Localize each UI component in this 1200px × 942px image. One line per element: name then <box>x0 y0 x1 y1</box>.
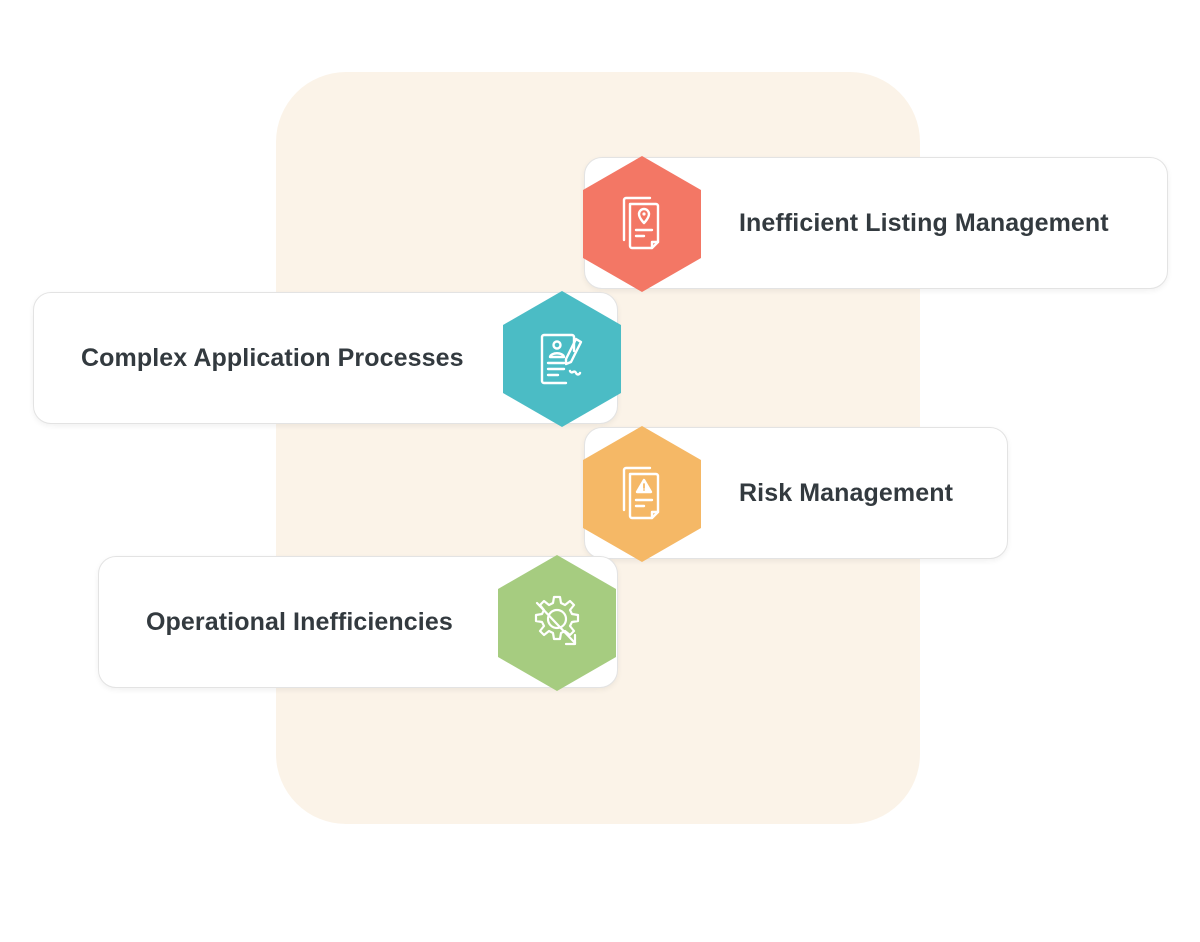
hexagon-badge <box>498 555 616 691</box>
item-label: Complex Application Processes <box>81 343 464 372</box>
hexagon-badge <box>583 426 701 562</box>
document-warning-icon <box>610 462 674 526</box>
item-label: Operational Inefficiencies <box>146 607 453 636</box>
hexagon-badge <box>583 156 701 292</box>
application-form-icon <box>530 327 594 391</box>
item-label: Risk Management <box>739 478 954 507</box>
gear-decline-icon <box>525 591 589 655</box>
document-location-icon <box>610 192 674 256</box>
hexagon-badge <box>503 291 621 427</box>
item-label: Inefficient Listing Management <box>739 208 1109 237</box>
